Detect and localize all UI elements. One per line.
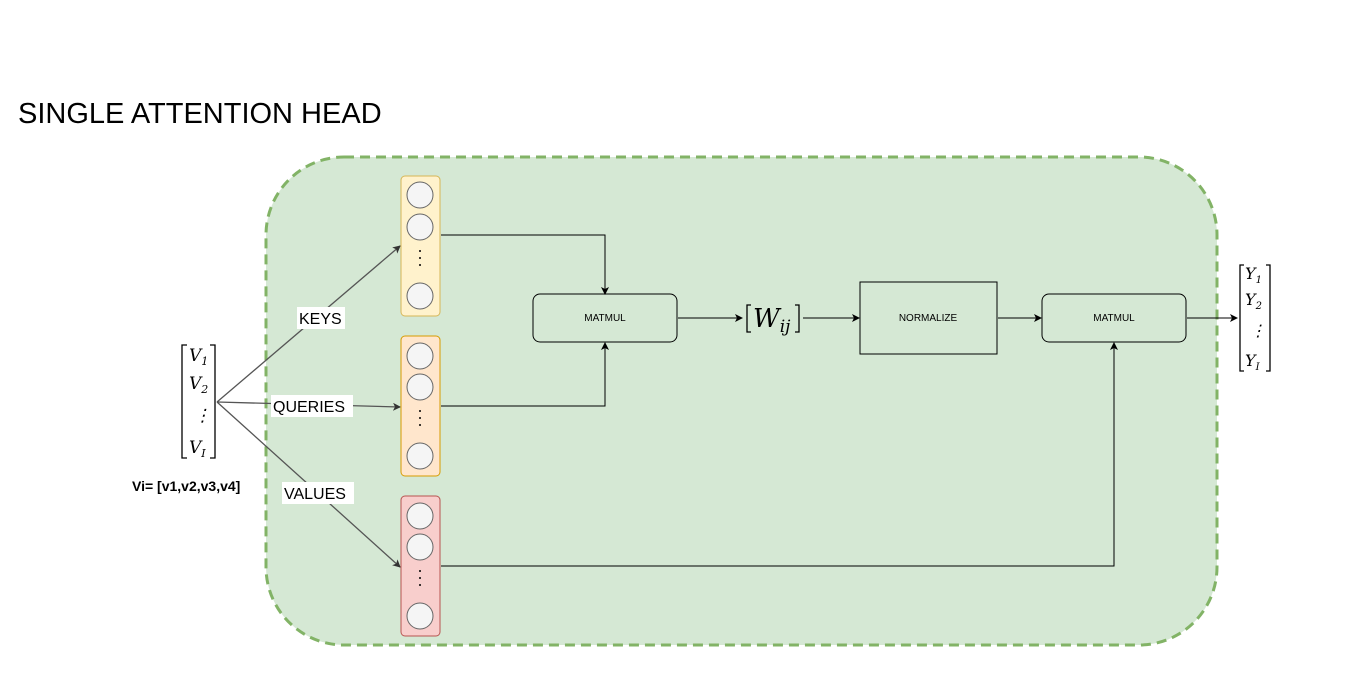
- weights-matrix: Wij: [746, 304, 800, 337]
- output-row-last: YI: [1245, 351, 1261, 373]
- query-node: [406, 442, 434, 470]
- key-node: [406, 213, 434, 241]
- ellipsis-icon: [419, 250, 421, 266]
- queries-to-matmul-edge: [441, 342, 609, 407]
- key-node: [406, 282, 434, 310]
- svg-text:NORMALIZE: NORMALIZE: [899, 313, 958, 324]
- output-row-1: Y1: [1245, 264, 1262, 286]
- input-row-last: VI: [189, 438, 206, 460]
- values-column: [400, 495, 441, 637]
- input-row-ellipsis: ⋮: [194, 406, 211, 426]
- output-row-2: Y2: [1245, 290, 1262, 312]
- value-node: [406, 533, 434, 561]
- query-node: [406, 373, 434, 401]
- keys-label: KEYS: [297, 307, 345, 329]
- attention-head-container: [264, 155, 1219, 647]
- queries-column: [400, 335, 441, 477]
- svg-text:MATMUL: MATMUL: [584, 313, 626, 324]
- values-to-matmul-edge: [441, 342, 1118, 567]
- svg-text:Wij: Wij: [753, 304, 791, 337]
- values-label: VALUES: [282, 482, 354, 504]
- matmul-box-2: MATMUL: [1041, 293, 1187, 343]
- output-row-ellipsis: ⋮: [1250, 321, 1266, 340]
- svg-text:KEYS: KEYS: [299, 311, 342, 328]
- output-vector: Y1 Y2 ⋮ YI: [1239, 264, 1271, 373]
- ellipsis-icon: [419, 570, 421, 586]
- keys-to-matmul-edge: [441, 234, 609, 295]
- queries-label: QUERIES: [271, 395, 353, 417]
- keys-column: [400, 175, 441, 317]
- value-node: [406, 602, 434, 630]
- input-row-1: V1: [189, 346, 208, 368]
- svg-text:VALUES: VALUES: [284, 486, 346, 503]
- input-vector-note: Vi= [v1,v2,v3,v4]: [132, 478, 240, 494]
- svg-text:QUERIES: QUERIES: [273, 399, 345, 416]
- svg-text:MATMUL: MATMUL: [1093, 313, 1135, 324]
- normalize-box: NORMALIZE: [859, 281, 998, 355]
- query-node: [406, 342, 434, 370]
- ellipsis-icon: [419, 410, 421, 426]
- diagram-title: SINGLE ATTENTION HEAD: [18, 98, 382, 130]
- input-vector: V1 V2 ⋮ VI: [181, 344, 216, 460]
- value-node: [406, 502, 434, 530]
- key-node: [406, 181, 434, 209]
- input-row-2: V2: [189, 374, 208, 396]
- matmul-box-1: MATMUL: [532, 293, 678, 343]
